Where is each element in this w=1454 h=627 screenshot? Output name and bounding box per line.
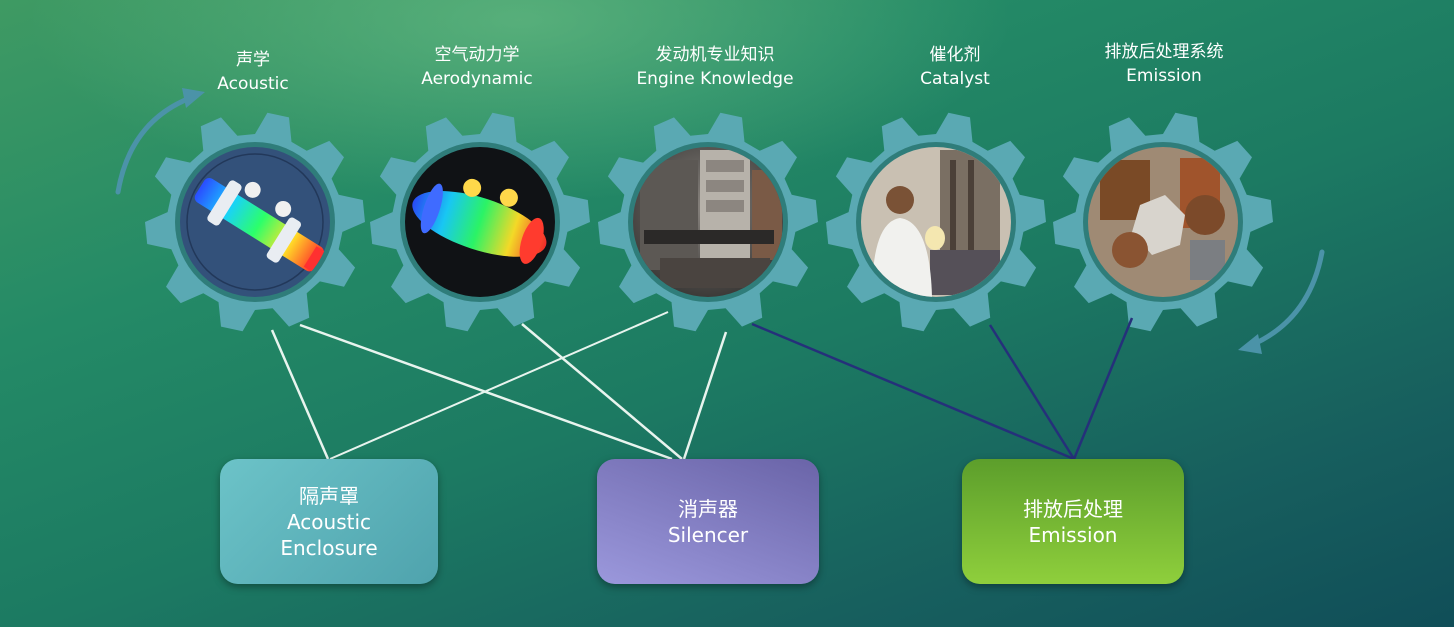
link-acoustic-enclosure — [270, 329, 330, 460]
gear-label-cn: 声学 — [236, 50, 270, 70]
gear-label-en: Aerodynamic — [421, 69, 533, 89]
gear-label-engine: 发动机专业知识 Engine Knowledge — [605, 43, 825, 91]
aerodynamic-simulation-image — [405, 147, 555, 297]
gear-label-cn: 排放后处理系统 — [1104, 42, 1224, 62]
engine-photo-image — [633, 147, 783, 297]
gear-label-en: Acoustic — [217, 74, 289, 94]
outcome-cn: 排放后处理 — [1023, 496, 1123, 521]
outcome-en: Silencer — [667, 522, 749, 547]
gear-label-catalyst: 催化剂 Catalyst — [845, 43, 1065, 91]
cycle-arrow-left-head — [182, 88, 205, 108]
acoustic-simulation-image — [180, 147, 330, 297]
link-aftertreatment-emission — [1072, 317, 1134, 460]
outcome-emission: 排放后处理 Emission — [962, 459, 1184, 584]
link-engine-enclosure — [329, 311, 669, 460]
cycle-arrow-left — [115, 95, 193, 195]
link-catalyst-emission — [988, 324, 1076, 460]
gear-label-acoustic: 声学 Acoustic — [143, 48, 363, 96]
outcome-acoustic-enclosure: 隔声罩 Acoustic Enclosure — [220, 459, 438, 584]
gear-label-en: Catalyst — [920, 69, 990, 89]
gear-label-en: Engine Knowledge — [636, 69, 794, 89]
cycle-arrow-right-head — [1238, 334, 1262, 354]
lab-technician-image — [861, 147, 1011, 297]
outcome-en-line2: Enclosure — [280, 535, 378, 560]
gear-label-aerodynamic: 空气动力学 Aerodynamic — [367, 43, 587, 91]
outcome-cn: 消声器 — [678, 496, 738, 521]
gear-label-emission: 排放后处理系统 Emission — [1054, 40, 1274, 88]
outcome-en-line1: Acoustic — [286, 509, 372, 534]
cycle-arrow-right — [1251, 249, 1325, 347]
link-engine-silencer — [682, 331, 728, 460]
link-engine-emission — [751, 322, 1075, 461]
link-aero-silencer — [521, 323, 683, 460]
catalyst-substrates-image — [1088, 147, 1238, 297]
gear-label-en: Emission — [1126, 66, 1202, 86]
gear-label-cn: 空气动力学 — [434, 45, 520, 65]
outcome-cn: 隔声罩 — [299, 483, 359, 508]
gear-label-cn: 发动机专业知识 — [655, 45, 775, 65]
gear-label-cn: 催化剂 — [929, 45, 981, 65]
outcome-silencer: 消声器 Silencer — [597, 459, 819, 584]
outcome-en: Emission — [1028, 522, 1118, 547]
